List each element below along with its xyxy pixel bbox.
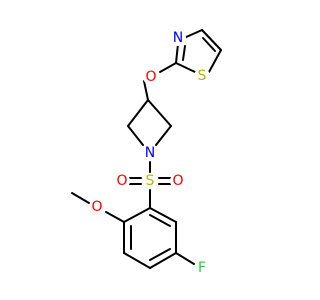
bond-c3-ch2-right	[147, 99, 172, 127]
atom-n-thiazole: N	[170, 30, 186, 46]
atom-n-azetidine: N	[142, 145, 158, 161]
bond-n-ch2-left	[127, 125, 144, 146]
atom-symbol-o-ether: O	[145, 69, 156, 85]
atom-f-aryl: F	[194, 260, 210, 276]
atom-symbol-s-sulfonyl: S	[146, 173, 155, 189]
bond-c4-c5	[201, 29, 222, 51]
molecule-structure: N S O N S O O O	[71, 29, 222, 276]
bond-c4-c5	[149, 252, 177, 269]
bond-c5-f	[175, 252, 195, 265]
atom-o-sulfonyl-left: O	[114, 173, 130, 189]
azetidine-ring	[127, 99, 172, 146]
bond-ch2-right-n	[155, 125, 172, 146]
bond-c4-c5-inner	[149, 248, 171, 261]
atom-symbol-o-methoxy: O	[91, 199, 102, 215]
atom-labels: N S O N S O O O	[89, 30, 210, 276]
atom-symbol-f-aryl: F	[198, 260, 206, 276]
thiazole-ring	[175, 29, 222, 73]
atom-o-methoxy: O	[89, 199, 105, 215]
sulfonyl-group	[128, 161, 172, 209]
bond-c2-o	[159, 62, 177, 73]
methoxy-group	[71, 192, 125, 223]
bond-c6-c1	[149, 207, 177, 223]
atom-o-sulfonyl-right: O	[170, 173, 186, 189]
atom-symbol-n-thiazole: N	[173, 30, 183, 46]
benzene-ring	[123, 207, 177, 269]
bond-s-c2	[175, 62, 196, 73]
bond-n-c4	[183, 29, 203, 39]
bond-c4-c5-inner	[202, 37, 216, 52]
ether-linkage	[143, 62, 177, 101]
atom-symbol-o-sulfonyl-left: O	[116, 173, 127, 189]
bond-c5-s	[208, 49, 222, 73]
bond-c6-c1-inner	[149, 214, 171, 227]
atom-symbol-s-thiazole: S	[198, 68, 207, 84]
bond-c2-o-methoxy	[105, 211, 125, 223]
atom-s-thiazole: S	[194, 68, 210, 84]
bond-ch2-left-c3	[127, 99, 149, 127]
bond-c2-n-inner	[182, 45, 186, 61]
bond-c3-c4	[123, 252, 151, 269]
atom-symbol-n-azetidine: N	[145, 145, 155, 161]
bond-o-c3	[143, 80, 149, 101]
bond-o-ch3	[71, 192, 90, 204]
atom-o-ether: O	[143, 69, 159, 85]
fluoro-substituent	[175, 252, 195, 265]
bond-c1-c2	[123, 207, 151, 223]
atom-symbol-o-sulfonyl-right: O	[172, 173, 183, 189]
bond-c2-n	[175, 43, 179, 64]
atom-s-sulfonyl: S	[142, 173, 158, 189]
